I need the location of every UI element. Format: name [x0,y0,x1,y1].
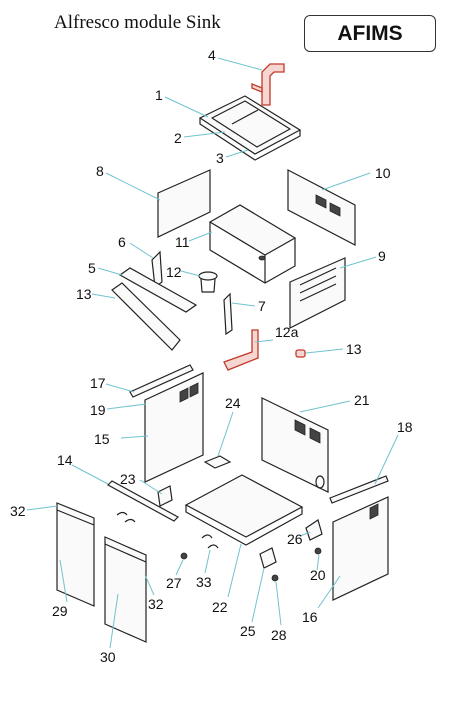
callout-26: 25 [240,623,256,639]
callout-13: 13 [346,341,362,357]
callout-17: 16 [302,609,318,625]
model-code-badge: AFIMS [304,15,436,52]
hinge [116,511,136,523]
screw-29 [271,574,279,582]
right-side-panel [332,496,389,601]
rail-14 [111,282,181,351]
callout-33: 33 [196,574,212,590]
callout-18: 17 [90,375,106,391]
callout-22: 21 [354,392,370,408]
callout-12a: 12a [275,324,299,340]
clip-33 [201,534,219,549]
callout-29: 28 [271,627,287,643]
callouts: 4 1 2 3 8 10 11 6 9 5 12 13 7 12a 13 17 … [10,47,413,665]
callout-25: 24 [225,395,241,411]
callout-1: 1 [155,87,163,103]
callout-24: 23 [120,471,136,487]
callout-27: 26 [287,531,303,547]
callout-30: 29 [52,603,68,619]
callout-20: 19 [90,402,106,418]
bracket-27 [305,519,323,541]
screw-21 [314,547,322,555]
drain-pipe [223,329,259,371]
callout-3: 3 [216,150,224,166]
bracket-7 [223,292,233,336]
strip-18 [129,364,194,398]
callout-32-left: 32 [10,503,26,519]
callout-4: 4 [208,47,216,63]
callout-14: 13 [76,286,92,302]
bracket-6 [151,250,163,289]
callout-31: 30 [100,649,116,665]
callout-12: 12 [166,264,182,280]
callout-16: 15 [94,431,110,447]
leader-lines [26,57,399,649]
rail-5 [118,267,198,313]
strip-19 [329,475,389,504]
back-panel [287,169,356,246]
bracket-26 [259,547,277,569]
callout-28: 27 [166,575,182,591]
floor-plate [184,474,304,546]
door-31 [104,536,147,643]
callout-15: 14 [57,452,73,468]
strainer [198,271,218,293]
bracket-25 [203,455,232,469]
callout-32-right: 32 [148,596,164,612]
door-30 [56,502,95,607]
screw-28 [180,552,188,560]
callout-21: 20 [310,567,326,583]
bracket-8 [157,169,211,238]
bracket-24 [157,485,173,507]
callout-11: 11 [175,234,190,250]
sink-top [198,95,302,161]
callout-19: 18 [397,419,413,435]
callout-5: 5 [88,260,96,276]
callout-7: 7 [258,298,266,314]
rail-15 [107,480,179,522]
callout-6: 6 [118,234,126,250]
callout-23: 22 [212,599,228,615]
drain-nut [295,349,306,358]
back-panel-22 [261,397,329,493]
sink-bowl [208,204,297,284]
side-panel-9 [289,257,346,329]
left-side-panel [144,372,204,483]
page-title: Alfresco module Sink [54,12,221,33]
callout-8: 8 [96,163,104,179]
callout-2: 2 [174,130,182,146]
callout-9: 9 [378,248,386,264]
callout-10: 10 [375,165,391,181]
faucet [251,63,285,106]
